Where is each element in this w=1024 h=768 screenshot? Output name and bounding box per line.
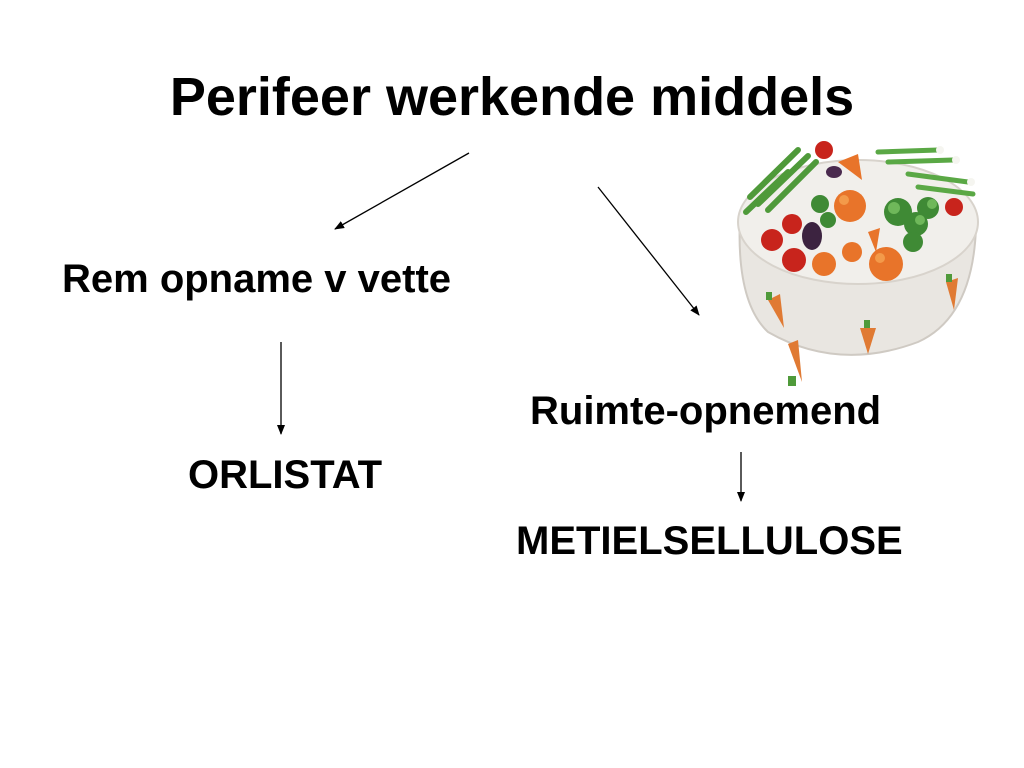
result-label-orlistat: ORLISTAT bbox=[188, 453, 383, 497]
result-label-metielsellulose: METIELSELLULOSE bbox=[516, 519, 903, 563]
arrow-title-to-right bbox=[597, 186, 700, 316]
arrow-title-to-left bbox=[334, 152, 470, 230]
branch-label-rem-opname: Rem opname v vette bbox=[62, 257, 452, 301]
branch-label-ruimte-opnemend: Ruimte-opnemend bbox=[530, 389, 882, 433]
vegetable-cake-image bbox=[737, 141, 979, 386]
slide-title: Perifeer werkende middels bbox=[169, 67, 855, 127]
